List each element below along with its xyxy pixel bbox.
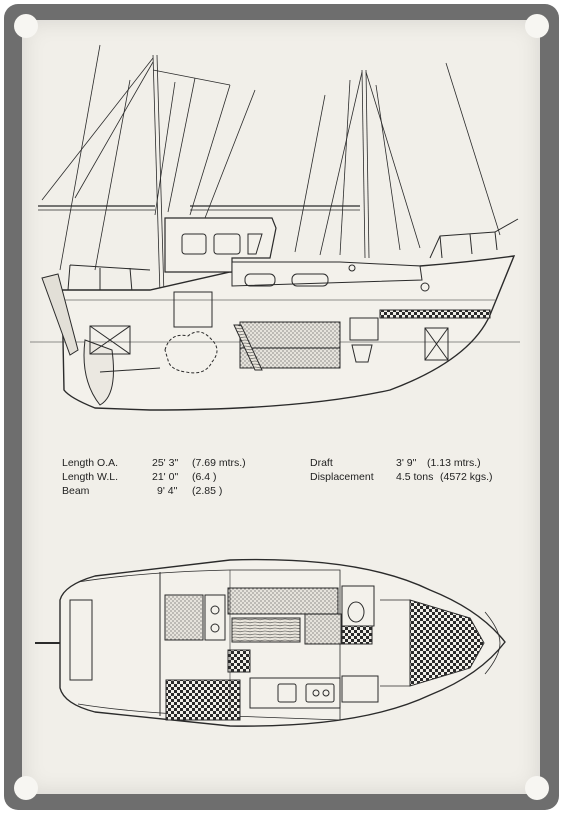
spec-beam-metric: (2.85 ) (192, 485, 223, 497)
plan-view (35, 558, 506, 727)
rigging (38, 44, 501, 296)
spec-length-wl-metric: (6.4 ) (192, 471, 217, 483)
engine (164, 331, 218, 374)
frame-corner-top-right (525, 14, 549, 38)
spec-beam-value: 9' 4" (157, 485, 178, 497)
spec-length-wl-value: 21' 0" (152, 471, 179, 483)
spec-length-oa-label: Length O.A. (62, 457, 119, 469)
spec-draft-label: Draft (310, 457, 333, 469)
spec-beam-label: Beam (62, 485, 90, 497)
frame-corner-bottom-right (525, 776, 549, 800)
spec-draft-metric: (1.13 mtrs.) (427, 457, 481, 469)
spec-length-wl-label: Length W.L. (62, 471, 119, 483)
spec-length-oa-metric: (7.69 mtrs.) (192, 457, 246, 469)
spec-displacement-value: 4.5 tons (396, 471, 434, 483)
spec-draft-value: 3' 9" (396, 457, 417, 469)
spec-length-oa-value: 25' 3" (152, 457, 179, 469)
spec-displacement-metric: (4572 kgs.) (440, 471, 493, 483)
wheelhouse (164, 217, 277, 273)
side-elevation (30, 44, 520, 411)
spec-displacement-label: Displacement (310, 471, 374, 483)
frame-corner-bottom-left (14, 776, 38, 800)
frame-corner-top-left (14, 14, 38, 38)
